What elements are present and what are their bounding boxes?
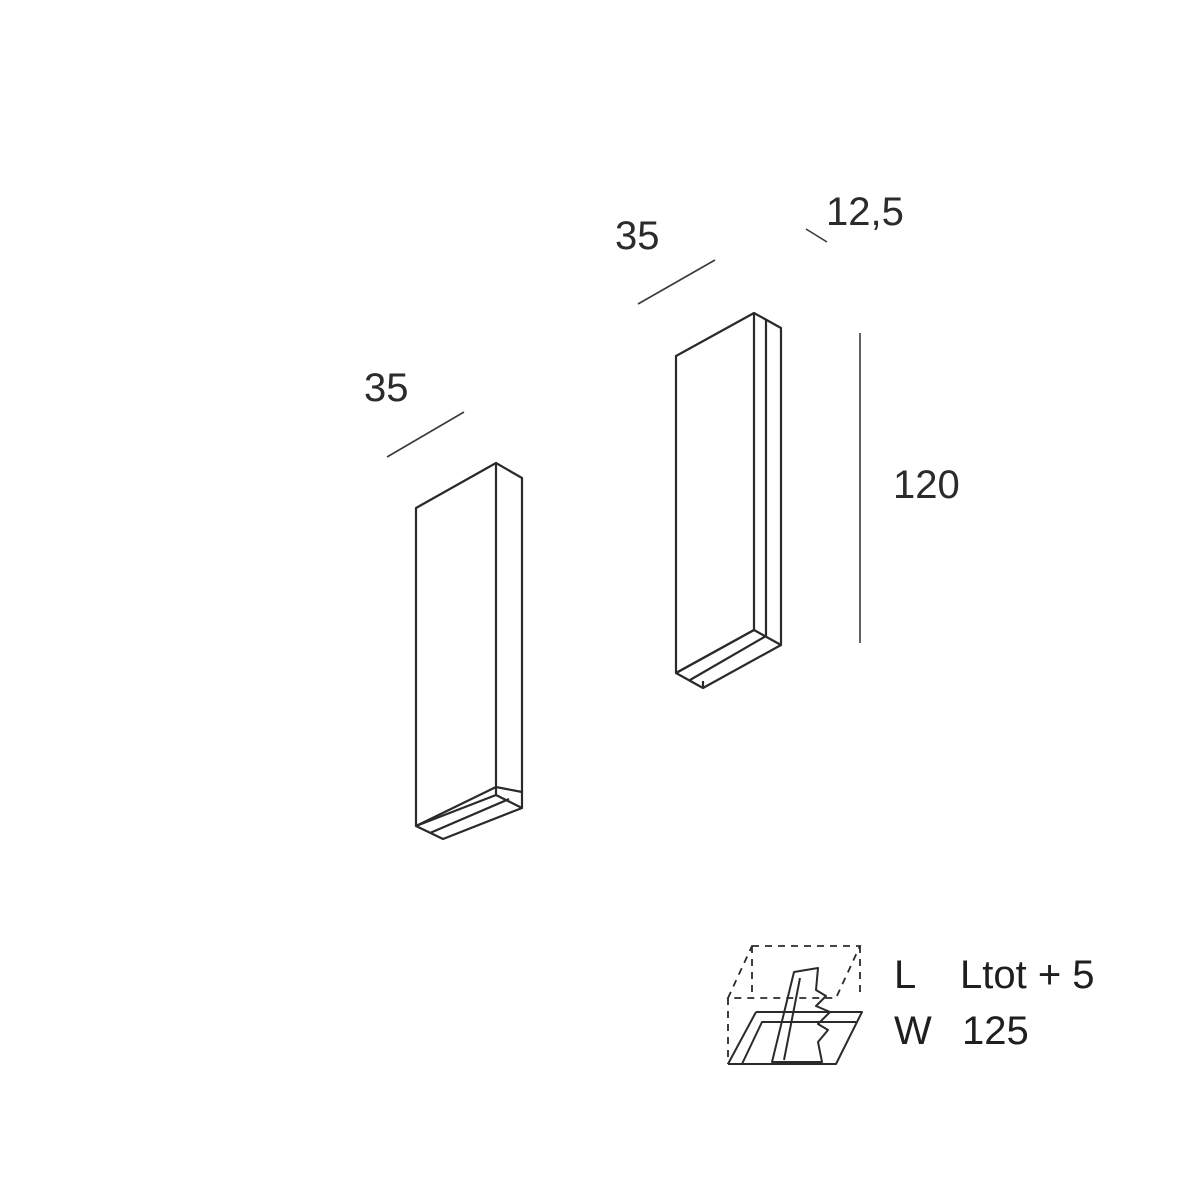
width-label: W: [894, 1009, 932, 1053]
right-fixture-bottom-face: [675, 644, 782, 690]
left-fixture-bottom-face: [415, 806, 523, 841]
right-width-dimension-line: [637, 259, 716, 305]
left-width-label: 35: [364, 366, 409, 410]
right-depth-label: 12,5: [826, 190, 904, 234]
length-label: L: [894, 953, 916, 997]
right-fixture-bottom-bevel: [675, 629, 767, 688]
left-fixture-side-face: [495, 462, 524, 810]
right-fixture-side-face: [753, 312, 783, 647]
left-fixture: [414, 461, 524, 841]
right-depth-dimension-line: [805, 228, 828, 243]
right-width-label: 35: [615, 214, 660, 258]
recessed-profile-icon: [726, 945, 863, 1065]
right-fixture: [674, 311, 783, 690]
length-value: Ltot + 5: [960, 953, 1095, 997]
left-fixture-front-face: [414, 461, 498, 828]
left-fixture-bottom-bevel: [415, 785, 523, 835]
width-value: 125: [962, 1009, 1029, 1053]
right-height-label: 120: [893, 463, 960, 507]
left-width-dimension-line: [386, 411, 465, 458]
right-fixture-front-face: [674, 311, 756, 675]
dimension-lines: [386, 228, 861, 643]
